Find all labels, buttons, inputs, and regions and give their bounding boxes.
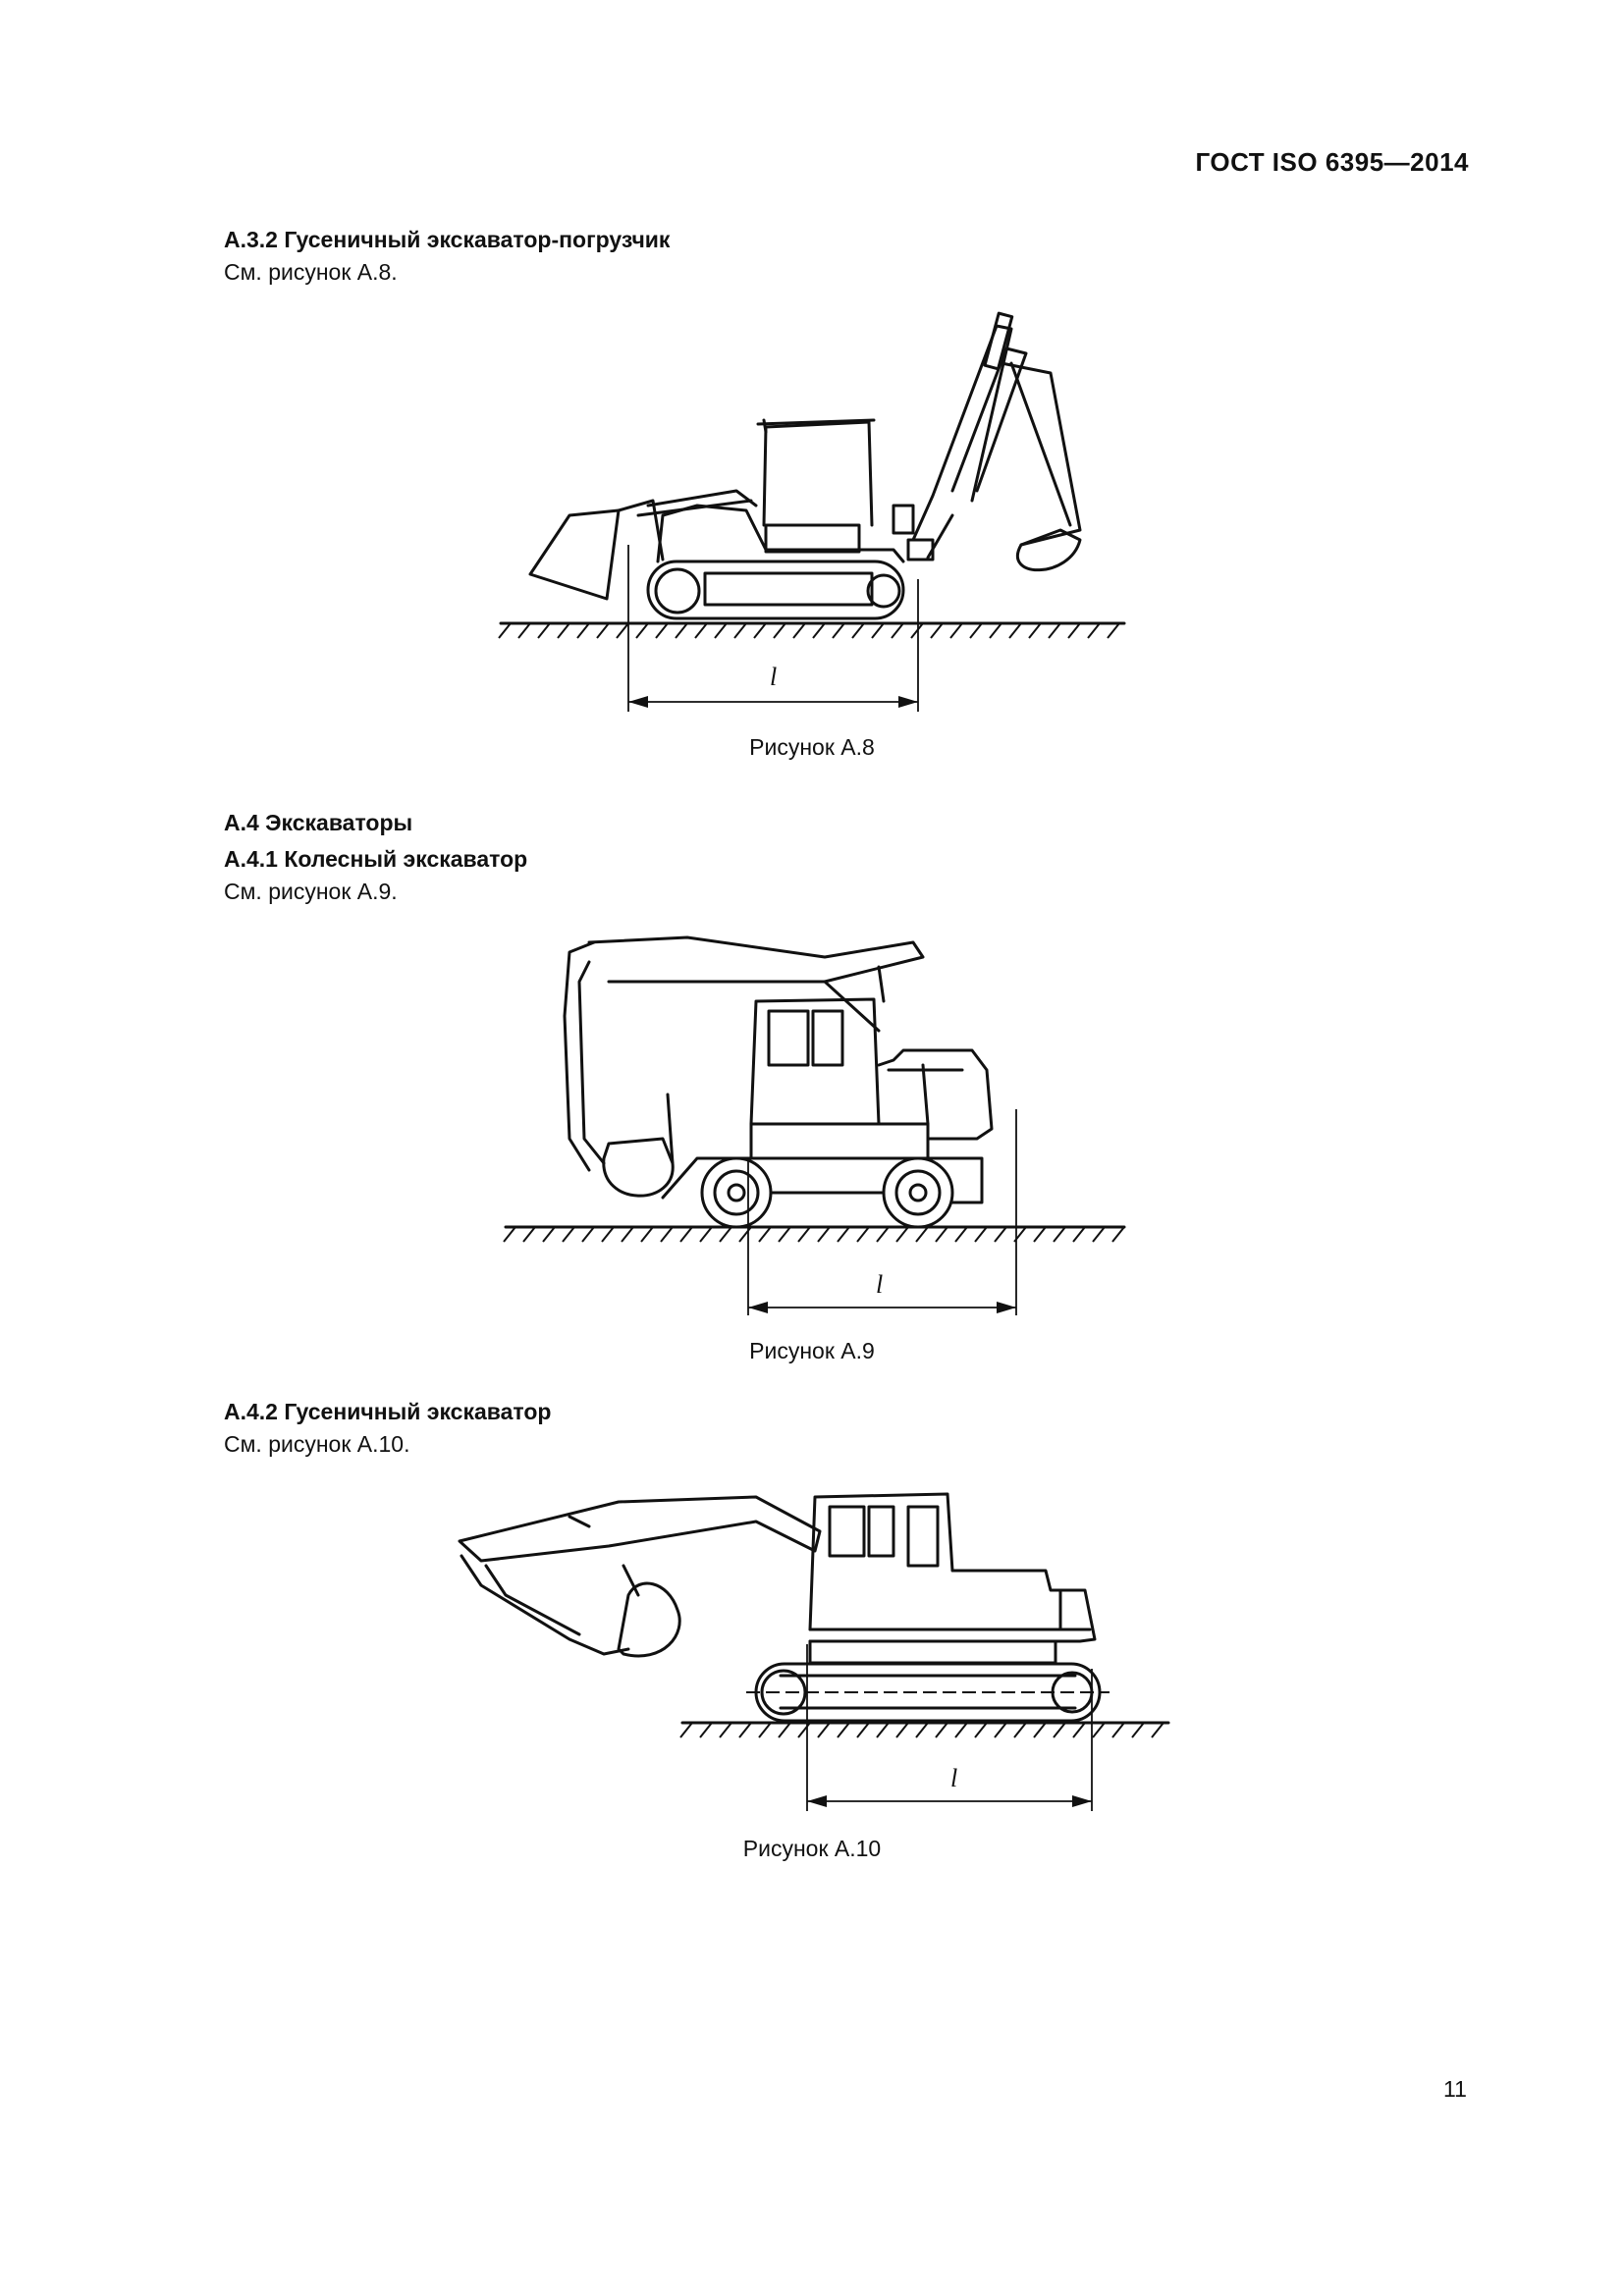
dimension-label-l: l <box>770 663 777 691</box>
machine-body <box>656 418 935 563</box>
section-heading-a42: А.4.2 Гусеничный экскаватор <box>224 1399 552 1424</box>
page-number: 11 <box>1443 2076 1467 2102</box>
crawler-track <box>746 1662 1110 1723</box>
dimension-l <box>627 545 919 712</box>
section-heading-a32: А.3.2 Гусеничный экскаватор-погрузчик <box>224 227 671 252</box>
figure-caption-a9: Рисунок А.9 <box>749 1338 875 1363</box>
figure-a9-wheeled-excavator: l <box>503 935 1126 1315</box>
figure-a8-crawler-backhoe-loader: l <box>498 311 1126 712</box>
figure-reference-a10: См. рисунок А.10. <box>224 1431 410 1457</box>
machine-body <box>808 1492 1097 1665</box>
ground-line <box>679 1721 1170 1738</box>
document-id: ГОСТ ISO 6395—2014 <box>1195 147 1469 177</box>
figure-caption-a10: Рисунок А.10 <box>742 1836 882 1861</box>
front-loader-bucket <box>528 489 758 601</box>
figure-a10-crawler-excavator: l <box>458 1492 1170 1811</box>
crawler-track <box>646 560 905 620</box>
figure-reference-a8: См. рисунок А.8. <box>224 259 398 285</box>
excavator-bucket <box>617 1564 681 1658</box>
excavator-bucket <box>602 1093 675 1198</box>
ground-line <box>498 621 1126 639</box>
figure-caption-a8: Рисунок А.8 <box>749 734 875 760</box>
excavator-boom <box>458 1495 822 1656</box>
excavator-boom <box>563 935 925 1172</box>
figure-reference-a9: См. рисунок А.9. <box>224 879 398 904</box>
dimension-l <box>747 1109 1017 1315</box>
ground-line <box>503 1225 1126 1243</box>
dimension-label-l: l <box>876 1270 883 1299</box>
section-heading-a41: А.4.1 Колесный экскаватор <box>224 846 528 872</box>
machine-body <box>661 997 994 1204</box>
section-heading-a4: А.4 Экскаваторы <box>224 810 413 835</box>
dimension-l <box>806 1644 1093 1811</box>
dimension-label-l: l <box>950 1764 957 1792</box>
backhoe-arm <box>911 311 1082 572</box>
